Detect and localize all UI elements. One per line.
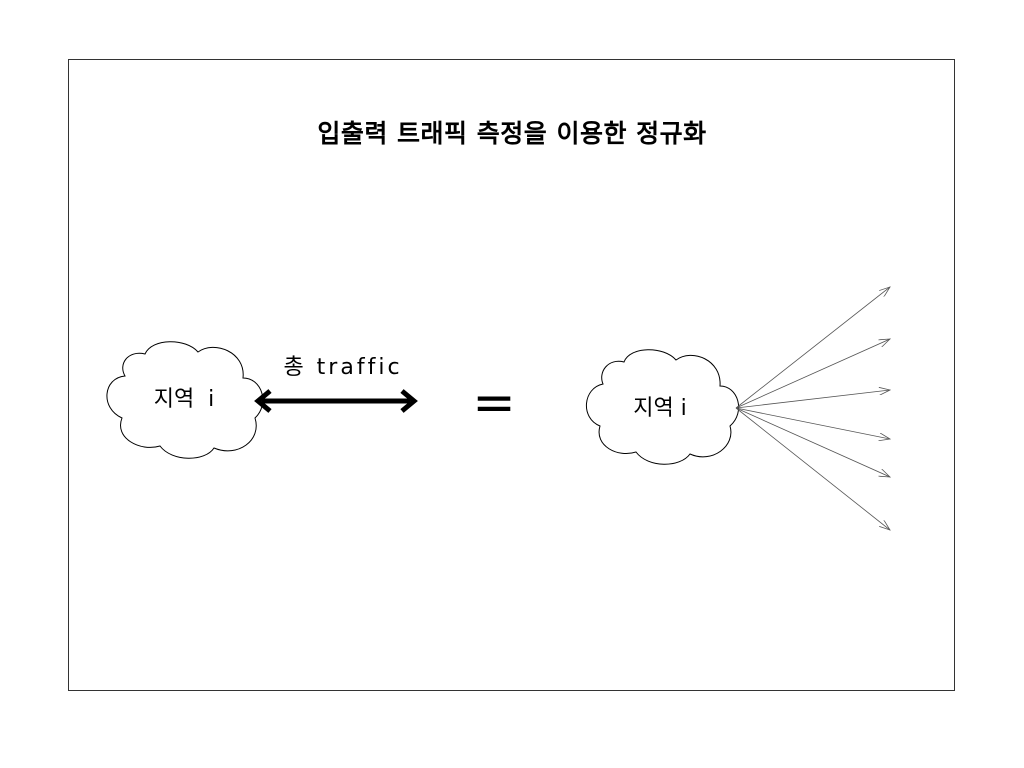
outgoing-arrow [735,339,890,409]
bidirectional-arrow [254,389,418,413]
outgoing-arrow [735,407,890,530]
total-traffic-label: 총 traffic [283,355,402,380]
outgoing-arrow [735,407,890,439]
outgoing-arrow [735,390,890,409]
outgoing-arrow [735,407,890,477]
slide-frame [68,59,955,691]
equals-symbol: = [472,373,516,433]
page-title: 입출력 트래픽 측정을 이용한 정규화 [317,119,707,148]
left-region-cloud: 지역 i [106,341,264,459]
left-region-label: 지역 i [154,387,215,412]
right-region-label: 지역 i [633,396,687,421]
right-region-cloud: 지역 i [585,349,740,465]
outgoing-arrows [735,287,890,530]
outgoing-arrow [735,287,890,409]
